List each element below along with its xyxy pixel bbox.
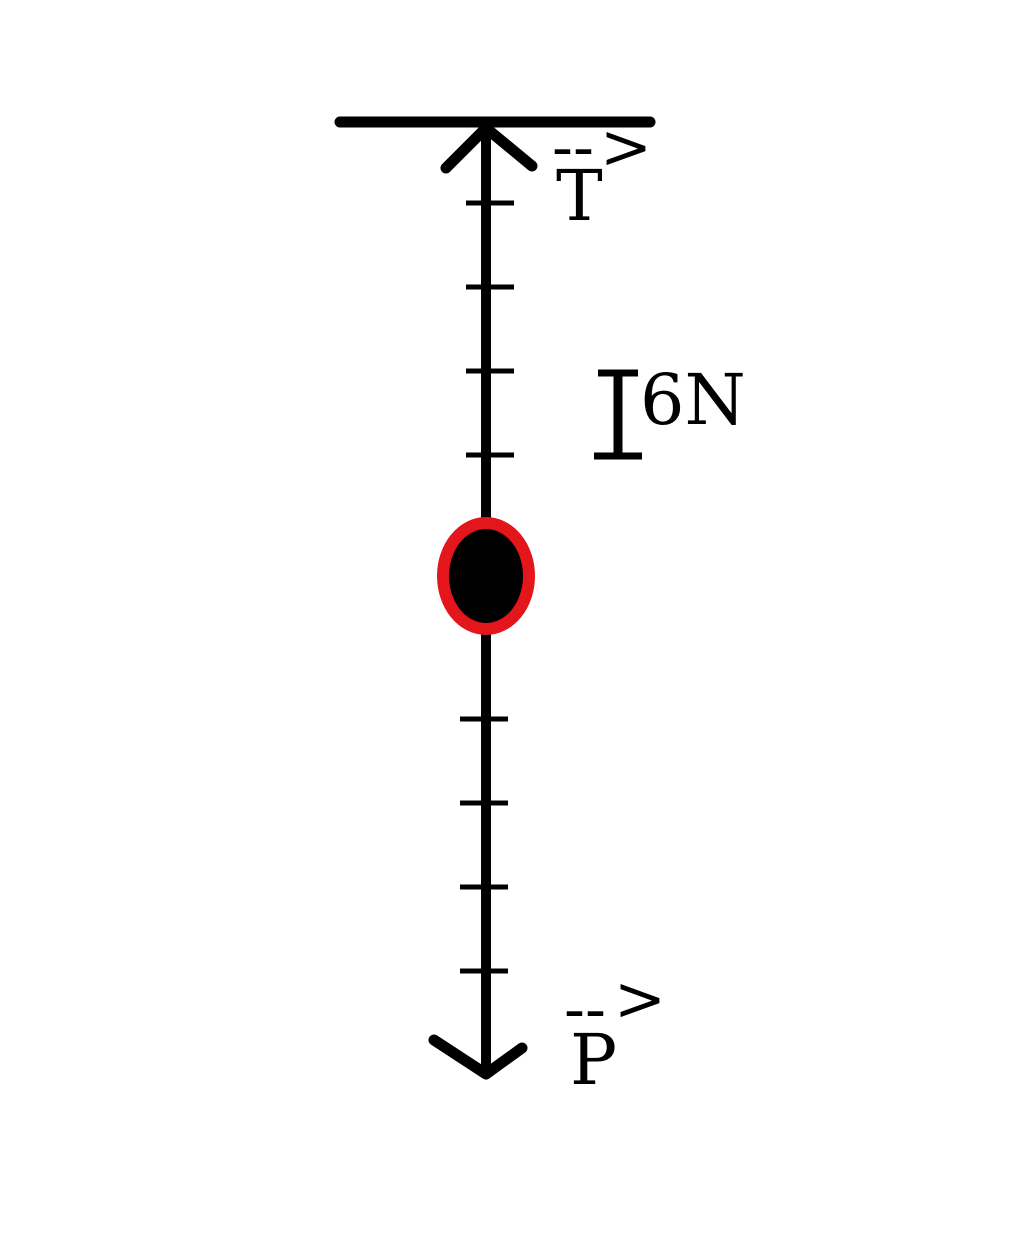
- tension-letter: T: [556, 155, 603, 237]
- tension-arrow-mark: --: [552, 110, 594, 183]
- weight-label: -- > P: [564, 962, 666, 1101]
- weight-arrow-mark: --: [564, 972, 606, 1045]
- tension-ticks: [466, 200, 514, 458]
- scale-bar: [594, 369, 642, 460]
- weight-arrow-tip: >: [614, 962, 666, 1035]
- tension-arrowhead: [440, 122, 538, 174]
- tension-arrow-tip: >: [600, 110, 652, 183]
- body-point: [437, 517, 535, 635]
- weight-letter: P: [570, 1019, 617, 1101]
- weight-arrowhead: [428, 1034, 528, 1080]
- scale-label: 6N: [640, 359, 746, 441]
- weight-ticks: [460, 716, 508, 974]
- tension-label: -- > T: [552, 110, 652, 237]
